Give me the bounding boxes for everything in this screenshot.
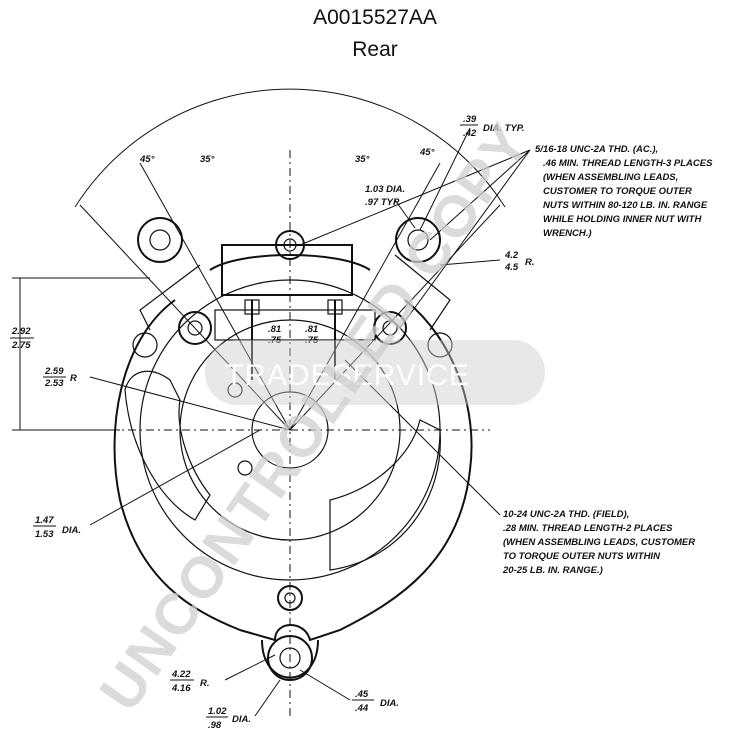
tradeservice-text: TRADESERVICE [225,359,470,392]
radius-top: 2.59 [44,366,64,377]
hole-dia-bot: .97 TYP. [365,197,401,208]
angle-line-left-inner [139,162,291,431]
leader-ac-1 [429,149,531,241]
mount-hole-right [407,229,429,251]
center-bearing [251,391,329,469]
field-note-line-2: .28 MIN. THREAD LENGTH-2 PLACES [503,523,673,534]
angle-label-2: 35° [200,154,215,165]
leader-center-dia [89,429,261,526]
angle-line-right-inner [289,162,441,431]
stud-dia-suffix: DIA. TYP. [483,123,525,134]
boss-dia-top: .45 [355,689,369,700]
leader-ac-2 [299,149,531,246]
ac-terminal-center [275,230,305,260]
terminal-block [221,244,353,296]
bolt-right-inner [382,320,398,336]
leader-hole-dia [394,199,416,229]
leader-r [439,259,501,266]
r-bot: 4.5 [504,262,519,273]
r-top: 4.2 [504,250,519,261]
angle-label-1: 45° [139,154,155,165]
center-dia-bot: 1.53 [35,529,54,540]
side-boss-left [132,332,158,358]
mount-hole-left [149,229,171,251]
boss-dia-suffix: DIA. [380,698,399,709]
ac-terminal-center-hole [283,238,297,252]
leader-boss-dia [299,669,351,701]
mount-boss-left [137,217,183,263]
height-bot: 2.75 [11,340,31,351]
bolt-left-inner [187,320,203,336]
term-right-top: .81 [305,324,318,335]
field-note-line-5: 20-25 LB. IN. RANGE.) [502,565,603,576]
ac-note-line-5: NUTS WITHIN 80-120 LB. IN. RANGE [543,200,708,211]
tradeservice-watermark: TRADESERVICE [205,340,545,405]
ac-note-line-2: .46 MIN. THREAD LENGTH-3 PLACES [543,158,713,169]
mount-boss-right [395,217,441,263]
mount-r-suffix: R. [200,678,210,689]
leader-stud-dia [419,127,471,231]
r-suffix: R. [525,257,535,268]
ac-note-line-7: WRENCH.) [543,228,592,239]
ac-note-line-3: (WHEN ASSEMBLING LEADS, [543,172,678,183]
bottom-mount-hole [279,647,301,669]
boss-dia-bot: .44 [355,703,369,714]
bottom-boss [277,585,303,611]
mount-dia-top: 1.02 [208,706,227,717]
ac-note-line-6: WHILE HOLDING INNER NUT WITH [543,214,702,225]
field-note-line-3: (WHEN ASSEMBLING LEADS, CUSTOMER [503,537,695,548]
mount-r-bot: 4.16 [171,683,191,694]
field-nut-left [244,299,260,315]
screw-1 [227,382,243,398]
uncontrolled-copy-watermark: UNCONTROLLED COPY [87,111,542,723]
bottom-boss-hole [284,592,296,604]
bolt-left [178,311,212,345]
housing-top [209,254,371,271]
field-nut-right [327,299,343,315]
left-slot [124,370,211,521]
bolt-right [373,311,407,345]
angle-label-3: 35° [355,154,370,165]
center-dia-suffix: DIA. [62,525,81,536]
hole-dia-top: 1.03 DIA. [365,184,405,195]
leader-field [344,359,501,516]
term-right-bot: .75 [305,335,319,346]
leader-radius [89,376,291,431]
mount-dia-suffix: DIA. [232,714,251,725]
ac-note-line-4: CUSTOMER TO TORQUE OUTER [543,186,692,197]
mount-r-top: 4.22 [171,669,191,680]
stud-dia-bot: .42 [463,128,477,139]
right-slot [329,419,441,571]
view-label: Rear [352,38,398,61]
field-note-line-1: 10-24 UNC-2A THD. (FIELD), [503,509,629,520]
mount-dia-bot: .98 [208,720,222,731]
ac-note-line-1: 5/16-18 UNC-2A THD. (AC.), [535,144,658,155]
leader-mount-r [224,654,276,681]
bottom-mount-lug [261,639,319,679]
part-number: A0015527AA [313,6,437,29]
angle-line-left-outer [79,204,291,431]
left-ear [139,264,201,331]
leader-ac-3 [399,149,531,329]
radius-suffix: R [70,373,77,384]
term-left-top: .81 [268,324,281,335]
height-top: 2.92 [11,326,31,337]
screw-2 [237,460,253,476]
ac-terminal-note: 5/16-18 UNC-2A THD. (AC.), .46 MIN. THRE… [535,144,713,239]
tradeservice-badge [205,340,545,405]
side-boss-right [427,332,453,358]
angle-line-right-outer [289,204,501,431]
field-note-line-4: TO TORQUE OUTER NUTS WITHIN [503,551,661,562]
leader-mount-dia [254,679,281,717]
center-dia-top: 1.47 [35,515,54,526]
field-terminal-note: 10-24 UNC-2A THD. (FIELD), .28 MIN. THRE… [502,509,695,576]
term-left-bot: .75 [268,335,282,346]
stud-dia-top: .39 [463,114,477,125]
right-ear [394,254,451,331]
angle-label-4: 45° [419,147,435,158]
angle-arc [74,88,506,208]
housing-outline [113,299,473,642]
radius-bot: 2.53 [44,378,64,389]
